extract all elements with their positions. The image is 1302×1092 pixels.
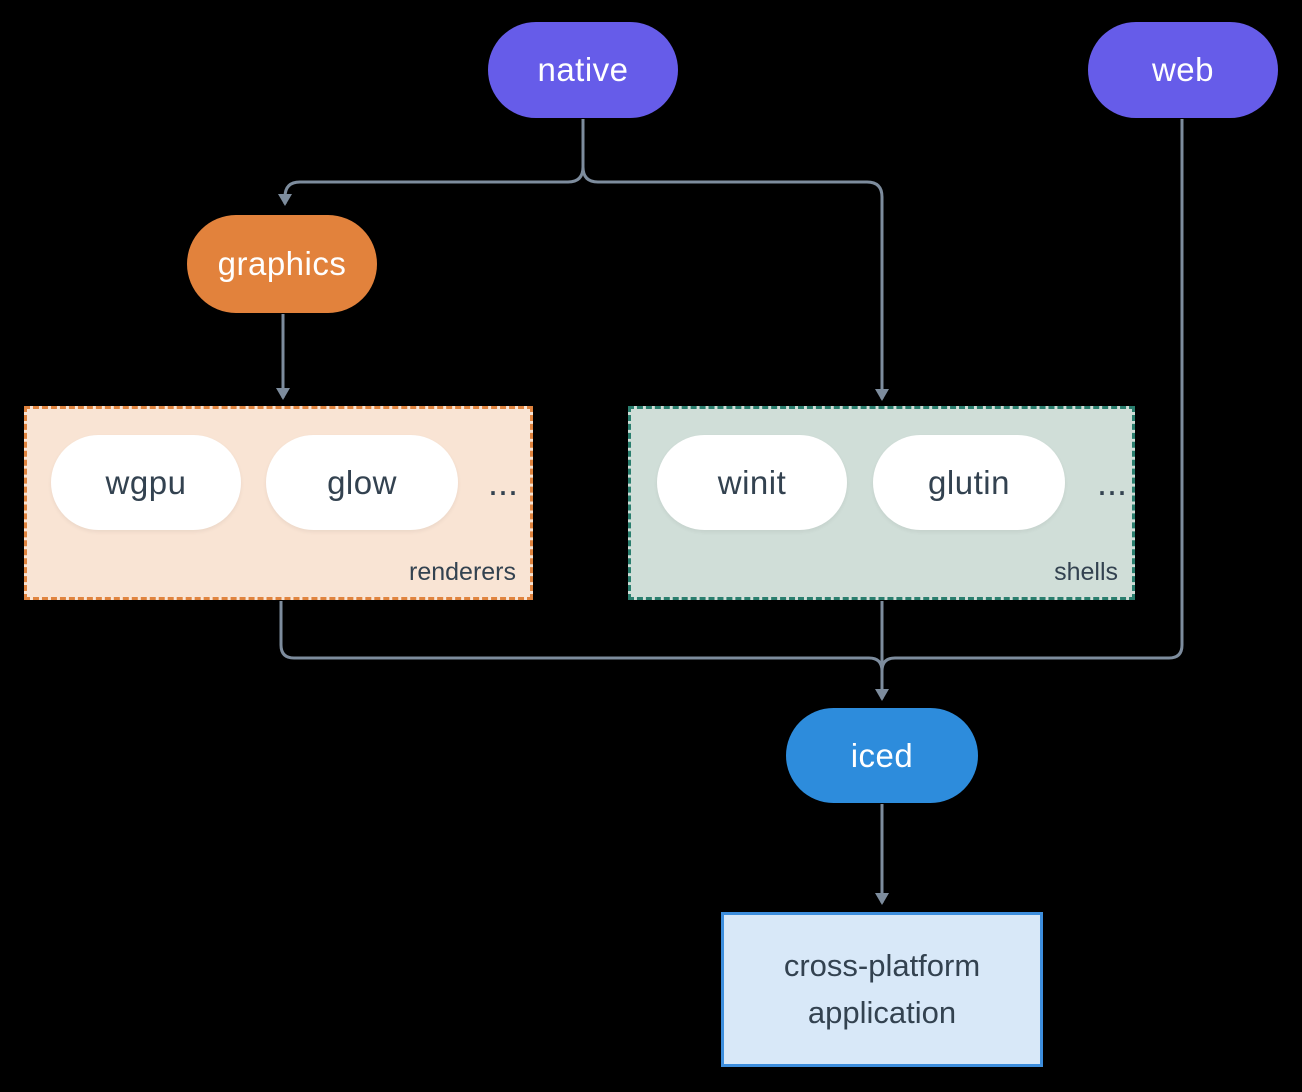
node-glutin: glutin: [873, 435, 1065, 530]
edge-native-to-graphics: [278, 166, 585, 206]
node-iced: iced: [786, 708, 978, 803]
group-label-shells: shells: [1054, 558, 1118, 586]
group-renderers: wgpu glow ... renderers: [24, 406, 533, 600]
node-cross-platform-application: cross-platform application: [721, 912, 1043, 1067]
node-web: web: [1088, 22, 1278, 118]
edge-native-to-shells: [581, 166, 889, 401]
group-shells: winit glutin ... shells: [628, 406, 1135, 600]
node-graphics: graphics: [187, 215, 377, 313]
shells-ellipsis: ...: [1096, 461, 1127, 503]
app-box-label: cross-platform application: [783, 948, 981, 1030]
node-winit: winit: [657, 435, 847, 530]
node-native: native: [488, 22, 678, 118]
node-wgpu: wgpu: [51, 435, 241, 530]
edge-renderers-to-merge: [279, 601, 884, 672]
node-glow: glow: [266, 435, 458, 530]
renderers-ellipsis: ...: [487, 461, 518, 503]
group-label-renderers: renderers: [409, 558, 516, 586]
